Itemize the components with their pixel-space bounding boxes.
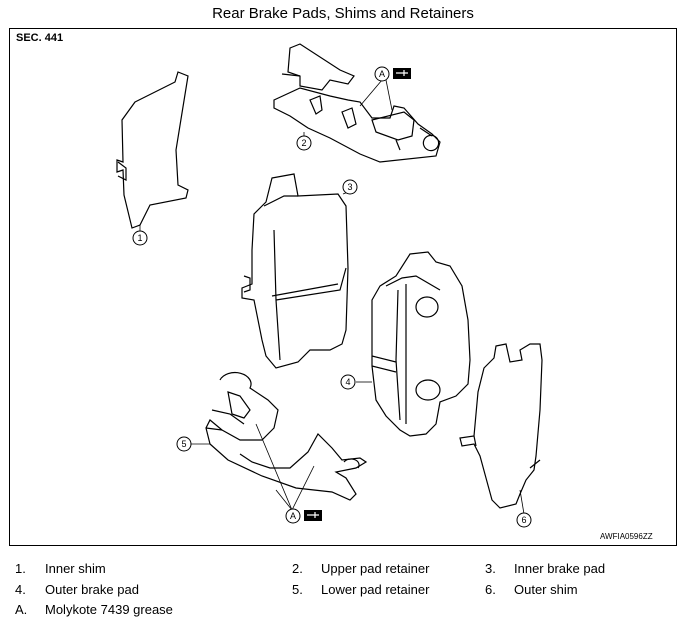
legend-num-2: 2.: [292, 561, 303, 576]
callout-2-circle: [296, 135, 312, 151]
legend-text-3: Inner brake pad: [514, 561, 606, 576]
legend-num-a: A.: [15, 602, 28, 617]
inner-shim-drawing: [116, 71, 189, 229]
callout-6-circle: [516, 512, 532, 528]
callout-a-upper: A: [379, 69, 385, 79]
legend-num-4: 4.: [15, 582, 26, 597]
legend-text-a: Molykote 7439 grease: [45, 602, 173, 617]
callout-a-upper-circle: [374, 66, 390, 82]
callout-4-circle: [340, 374, 356, 390]
diagram-frame: [9, 28, 677, 546]
grease-icon-upper: [393, 68, 411, 79]
outer-shim-drawing: [459, 343, 543, 509]
callout-6: 6: [521, 515, 526, 525]
callout-1-circle: [132, 230, 148, 246]
callout-1: 1: [137, 233, 142, 243]
legend-text-6: Outer shim: [514, 582, 578, 597]
legend-text-1: Inner shim: [45, 561, 106, 576]
leader-lines: [139, 79, 525, 515]
legend-num-1: 1.: [15, 561, 26, 576]
section-label: SEC. 441: [16, 32, 64, 44]
upper-pad-retainer-drawing: [273, 43, 441, 163]
inner-brake-pad-drawing: [241, 173, 349, 369]
legend-num-5: 5.: [292, 582, 303, 597]
callout-2: 2: [301, 138, 306, 148]
lower-pad-retainer-drawing: [205, 371, 368, 501]
callout-3-circle: [342, 179, 358, 195]
legend-num-6: 6.: [485, 582, 496, 597]
diagram-title: Rear Brake Pads, Shims and Retainers: [212, 5, 474, 22]
callout-5: 5: [181, 439, 186, 449]
callout-a-lower: A: [290, 511, 296, 521]
grease-icon-lower: [304, 510, 322, 521]
callout-4: 4: [345, 377, 350, 387]
legend-text-4: Outer brake pad: [45, 582, 139, 597]
legend-text-2: Upper pad retainer: [321, 561, 430, 576]
outer-brake-pad-drawing: [371, 251, 471, 437]
callout-5-circle: [176, 436, 192, 452]
figure-code: AWFIA0596ZZ: [600, 532, 653, 541]
callout-3: 3: [347, 182, 352, 192]
legend-num-3: 3.: [485, 561, 496, 576]
legend-text-5: Lower pad retainer: [321, 582, 430, 597]
callout-a-lower-circle: [285, 508, 301, 524]
